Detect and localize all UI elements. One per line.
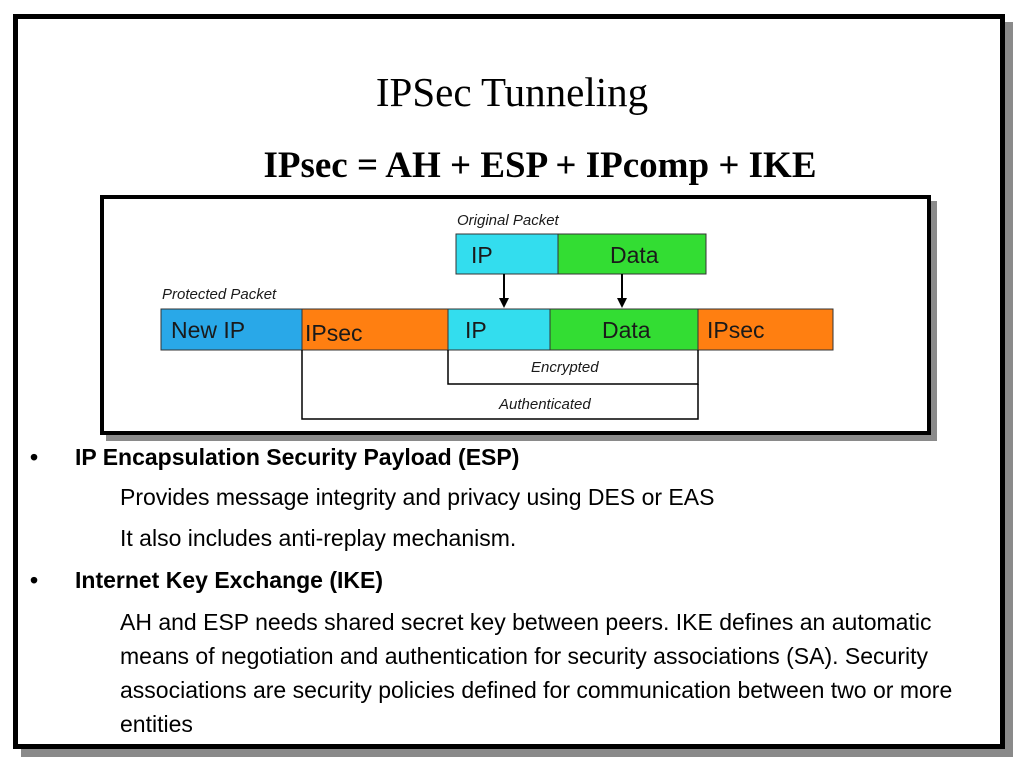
original-data-box [557, 233, 707, 275]
encrypted-label: Encrypted [531, 359, 599, 376]
bullet-dot: • [30, 444, 39, 470]
encrypted-bracket [447, 350, 699, 385]
esp-heading: IP Encapsulation Security Payload (ESP) [75, 444, 520, 470]
slide-title: IPSec Tunneling [375, 69, 649, 115]
ike-heading: Internet Key Exchange (IKE) [75, 567, 384, 593]
ipsec-trailer-label: IPsec [707, 317, 765, 343]
ipsec-header-label: IPsec [305, 320, 363, 346]
bullet-ike: • Internet Key Exchange (IKE) [30, 565, 990, 595]
ipsec-trailer-box [697, 308, 834, 351]
bullet-dot: • [30, 567, 39, 593]
ike-paragraph: AH and ESP needs shared secret key betwe… [120, 609, 953, 737]
authenticated-label: Authenticated [498, 396, 591, 413]
packet-diagram: Original Packet IP Data Protected Packet… [100, 195, 931, 435]
esp-line-1: Provides message integrity and privacy u… [120, 484, 715, 510]
bullet-esp: • IP Encapsulation Security Payload (ESP… [30, 442, 990, 472]
inner-ip-box [447, 308, 551, 351]
bullet-list: • IP Encapsulation Security Payload (ESP… [30, 440, 990, 741]
original-packet-caption: Original Packet [457, 212, 560, 229]
inner-ip-label: IP [465, 317, 487, 343]
original-ip-box [455, 233, 559, 275]
new-ip-box [160, 308, 303, 351]
authenticated-bracket [301, 350, 699, 420]
inner-data-label: Data [602, 317, 651, 343]
original-data-label: Data [610, 242, 659, 268]
original-ip-label: IP [471, 242, 493, 268]
new-ip-label: New IP [171, 317, 245, 343]
inner-data-box [549, 308, 699, 351]
slide-subtitle: IPsec = AH + ESP + IPcomp + IKE [263, 145, 817, 186]
esp-line-2: It also includes anti-replay mechanism. [120, 525, 517, 551]
packet-diagram-svg: Original Packet IP Data Protected Packet… [160, 212, 834, 420]
protected-packet-caption: Protected Packet [162, 286, 277, 303]
